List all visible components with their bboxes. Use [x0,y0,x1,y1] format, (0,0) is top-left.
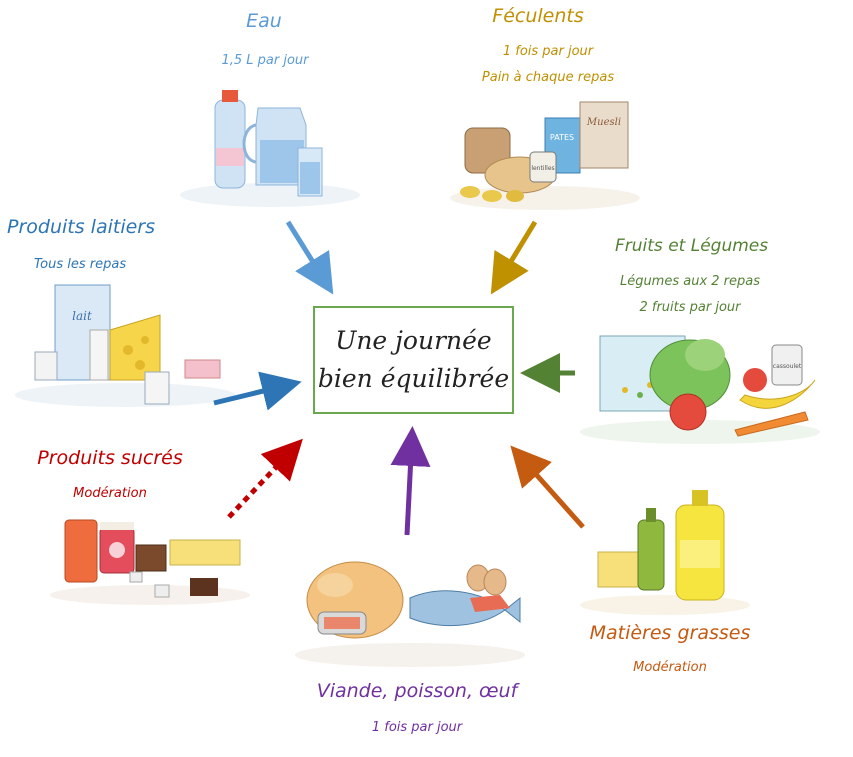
can-label: cassoulet [773,363,802,370]
laitiers-line-1: Tous les repas [33,257,127,272]
feculents-title: Féculents [492,5,584,27]
water-illustration [180,90,360,207]
fruits-line-1: Légumes aux 2 repas [619,274,761,289]
starches-illustration: PATES Muesli lentilles [450,101,640,210]
grasses-title: Matières grasses [589,622,751,644]
fruits-line-2: 2 fruits par jour [639,300,741,315]
eau-title: Eau [246,10,282,32]
sugar-illustration [50,519,250,605]
center-line-2: bien équilibrée [317,364,510,393]
eau-line-1: 1,5 L par jour [221,53,309,68]
arrow-feculents [490,220,538,295]
sucres-line-1: Modération [73,486,147,501]
arrow-grasses [510,445,585,529]
meat-fish-egg-illustration [295,561,525,667]
fats-illustration [580,490,750,615]
lentils-can-label: lentilles [531,165,554,172]
pasta-box-label: PATES [550,133,574,142]
arrow-laitiers [213,371,302,411]
feculents-line-2: Pain à chaque repas [481,70,615,85]
arrow-eau [285,220,334,295]
center-line-1: Une journée [335,326,492,355]
dairy-illustration: lait [15,284,235,407]
viande-line-1: 1 fois par jour [371,720,463,735]
viande-title: Viande, poisson, œuf [316,680,518,702]
fruits-title: Fruits et Légumes [615,236,769,256]
grasses-line-1: Modération [633,660,707,675]
feculents-line-1: 1 fois par jour [502,44,594,59]
sucres-title: Produits sucrés [37,447,183,469]
milk-carton-label: lait [72,309,92,323]
arrow-viande [390,426,431,536]
muesli-box-label: Muesli [586,117,621,128]
laitiers-title: Produits laitiers [7,216,155,238]
center-box: Une journée bien équilibrée [313,306,514,414]
arrow-sucres [227,438,303,519]
fruits-vegetables-illustration: cassoulet [580,335,820,444]
